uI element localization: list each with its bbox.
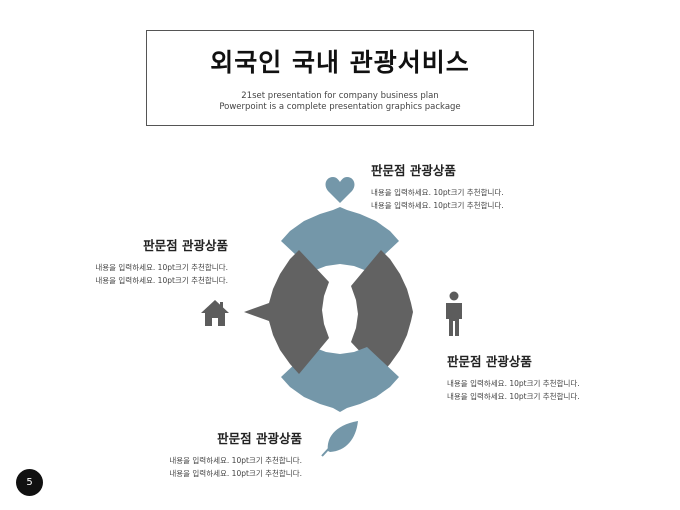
block-heading: 판문점 관광상품 [447,354,532,369]
block-line: 내용을 입력하세요. 10pt크기 추천합니다. [447,392,580,401]
block-line: 내용을 입력하세요. 10pt크기 추천합니다. [169,456,302,465]
slide-title: 외국인 국내 관광서비스 [210,48,470,77]
block-heading: 판문점 관광상품 [217,431,302,446]
block-heading: 판문점 관광상품 [371,163,456,178]
title-box: 외국인 국내 관광서비스 21set presentation for comp… [146,30,534,126]
cycle-segment-left [244,250,329,374]
person-icon [446,291,462,336]
block-line: 내용을 입력하세요. 10pt크기 추천합니다. [169,469,302,478]
text-block-right: 판문점 관광상품 내용을 입력하세요. 10pt크기 추천합니다. 내용을 입력… [447,351,580,403]
block-line: 내용을 입력하세요. 10pt크기 추천합니다. [95,276,228,285]
house-icon [201,300,229,326]
block-line: 내용을 입력하세요. 10pt크기 추천합니다. [447,379,580,388]
block-line: 내용을 입력하세요. 10pt크기 추천합니다. [371,201,504,210]
heart-icon [325,177,355,203]
cycle-segment-bottom [281,347,399,412]
subtitle-line-1: 21set presentation for company business … [241,91,439,101]
cycle-segment-right [351,250,413,374]
page-number: 5 [16,469,43,496]
text-block-left: 판문점 관광상품 내용을 입력하세요. 10pt크기 추천합니다. 내용을 입력… [56,235,228,287]
subtitle-line-2: Powerpoint is a complete presentation gr… [219,102,461,112]
text-block-top: 판문점 관광상품 내용을 입력하세요. 10pt크기 추천합니다. 내용을 입력… [371,160,504,212]
cycle-segment-top [281,207,399,271]
slide-subtitle: 21set presentation for company business … [147,91,533,113]
text-block-bottom: 판문점 관광상품 내용을 입력하세요. 10pt크기 추천합니다. 내용을 입력… [130,428,302,480]
block-line: 내용을 입력하세요. 10pt크기 추천합니다. [371,188,504,197]
leaf-icon [321,421,358,457]
block-line: 내용을 입력하세요. 10pt크기 추천합니다. [95,263,228,272]
block-heading: 판문점 관광상품 [143,238,228,253]
